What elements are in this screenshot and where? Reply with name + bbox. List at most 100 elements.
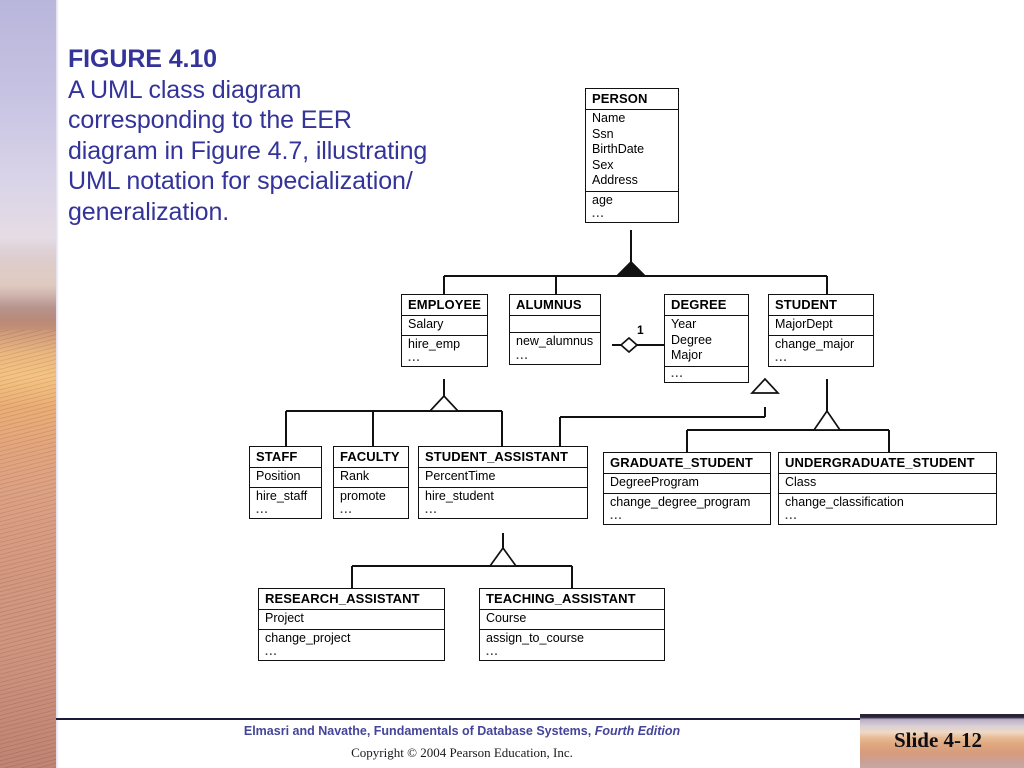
operation: new_alumnus xyxy=(516,334,594,348)
attribute: Major xyxy=(671,348,703,362)
class-name-degree: DEGREE xyxy=(665,295,748,316)
operation-ellipsis: ... xyxy=(592,208,605,220)
footer-citation: Elmasri and Navathe, Fundamentals of Dat… xyxy=(56,724,868,738)
class-operations-alumnus: new_alumnus ... xyxy=(510,333,600,364)
class-box-graduate-student[interactable]: GRADUATE_STUDENT DegreeProgram change_de… xyxy=(603,452,771,525)
class-box-research-assistant[interactable]: RESEARCH_ASSISTANT Project change_projec… xyxy=(258,588,445,661)
attribute: Year xyxy=(671,317,697,331)
class-attributes-research-assistant: Project xyxy=(259,610,444,630)
photo-haze xyxy=(0,250,56,320)
class-attributes-faculty: Rank xyxy=(334,468,408,488)
footer-copyright: Copyright © 2004 Pearson Education, Inc. xyxy=(351,745,573,760)
attribute: Address xyxy=(592,173,638,187)
operation-ellipsis: ... xyxy=(256,504,269,516)
class-operations-undergraduate-student: change_classification ... xyxy=(779,494,996,525)
class-box-alumnus[interactable]: ALUMNUS new_alumnus ... xyxy=(509,294,601,365)
operation-ellipsis: ... xyxy=(486,646,499,658)
class-attributes-staff: Position xyxy=(250,468,321,488)
footer-citation-plain: Elmasri and Navathe, Fundamentals of Dat… xyxy=(243,724,595,738)
operation-ellipsis: ... xyxy=(340,504,353,516)
operation: assign_to_course xyxy=(486,630,584,645)
class-box-person[interactable]: PERSON Name Ssn BirthDate Sex Address ag… xyxy=(585,88,679,223)
operation-ellipsis: ... xyxy=(408,352,421,364)
class-name-research-assistant: RESEARCH_ASSISTANT xyxy=(259,589,444,610)
operation: promote xyxy=(340,488,386,503)
filled-generalization-triangle xyxy=(614,260,648,277)
photo-strip-edge xyxy=(56,0,59,768)
class-box-employee[interactable]: EMPLOYEE Salary hire_emp ... xyxy=(401,294,488,367)
class-attributes-employee: Salary xyxy=(402,316,487,336)
class-attributes-graduate-student: DegreeProgram xyxy=(604,474,770,494)
class-operations-graduate-student: change_degree_program ... xyxy=(604,494,770,525)
diagram-connectors xyxy=(285,230,890,588)
class-attributes-person: Name Ssn BirthDate Sex Address xyxy=(586,110,678,192)
class-name-student: STUDENT xyxy=(769,295,873,316)
class-name-staff: STAFF xyxy=(250,447,321,468)
operation: change_degree_program xyxy=(610,494,751,509)
class-box-undergraduate-student[interactable]: UNDERGRADUATE_STUDENT Class change_class… xyxy=(778,452,997,525)
class-name-teaching-assistant: TEACHING_ASSISTANT xyxy=(480,589,664,610)
class-attributes-student: MajorDept xyxy=(769,316,873,336)
operation: change_classification xyxy=(785,494,904,509)
hollow-generalization-triangle-employee xyxy=(428,394,460,412)
operation: change_major xyxy=(775,336,855,351)
uml-class-diagram: 1 * PERSON Name Ssn BirthDate Sex Addres… xyxy=(249,88,997,661)
class-attributes-teaching-assistant: Course xyxy=(480,610,664,630)
figure-label: FIGURE 4.10 xyxy=(68,45,217,73)
class-box-degree[interactable]: DEGREE Year Degree Major ... xyxy=(664,294,749,383)
aggregation-diamond xyxy=(619,336,639,354)
class-operations-employee: hire_emp ... xyxy=(402,336,487,367)
class-operations-person: age ... xyxy=(586,192,678,223)
footer-divider xyxy=(56,718,1024,720)
attribute: BirthDate xyxy=(592,142,645,156)
class-name-faculty: FACULTY xyxy=(334,447,408,468)
class-name-person: PERSON xyxy=(586,89,678,110)
operation-ellipsis: ... xyxy=(785,510,798,522)
class-name-graduate-student: GRADUATE_STUDENT xyxy=(604,453,770,474)
class-attributes-student-assistant: PercentTime xyxy=(419,468,587,488)
attribute: Position xyxy=(256,469,301,483)
class-box-staff[interactable]: STAFF Position hire_staff ... xyxy=(249,446,322,519)
class-attributes-alumnus xyxy=(510,316,600,333)
slide-number-text: Slide 4-12 xyxy=(893,728,983,752)
class-operations-staff: hire_staff ... xyxy=(250,488,321,519)
class-box-faculty[interactable]: FACULTY Rank promote ... xyxy=(333,446,409,519)
class-operations-research-assistant: change_project ... xyxy=(259,630,444,661)
class-box-student-assistant[interactable]: STUDENT_ASSISTANT PercentTime hire_stude… xyxy=(418,446,588,519)
class-name-employee: EMPLOYEE xyxy=(402,295,487,316)
class-operations-degree: ... xyxy=(665,367,748,382)
class-attributes-degree: Year Degree Major xyxy=(665,316,748,367)
operation: hire_staff xyxy=(256,488,308,503)
attribute: Class xyxy=(785,475,817,489)
attribute: MajorDept xyxy=(775,317,833,331)
operation: hire_student xyxy=(425,488,494,503)
operation-ellipsis: ... xyxy=(610,510,623,522)
hollow-generalization-triangle-assistant xyxy=(488,546,518,567)
desert-photo-strip xyxy=(0,0,56,768)
footer-citation-edition: Fourth Edition xyxy=(594,724,681,738)
attribute: Course xyxy=(486,611,527,625)
class-name-undergraduate-student: UNDERGRADUATE_STUDENT xyxy=(779,453,996,474)
class-operations-teaching-assistant: assign_to_course ... xyxy=(480,630,664,661)
class-attributes-undergraduate-student: Class xyxy=(779,474,996,494)
operation: age xyxy=(592,192,613,207)
operation-ellipsis: ... xyxy=(671,367,684,380)
attribute: Project xyxy=(265,611,304,625)
attribute: Sex xyxy=(592,157,614,172)
operation: hire_emp xyxy=(408,336,461,351)
operation-ellipsis: ... xyxy=(775,352,788,364)
class-name-student-assistant: STUDENT_ASSISTANT xyxy=(419,447,587,468)
figure-caption: FIGURE 4.10 A UML class diagram correspo… xyxy=(68,44,428,227)
class-box-teaching-assistant[interactable]: TEACHING_ASSISTANT Course assign_to_cour… xyxy=(479,588,665,661)
attribute: Rank xyxy=(340,469,370,483)
operation: change_project xyxy=(265,630,351,645)
multiplicity-alumnus: 1 xyxy=(637,323,644,337)
slide-number-badge: Slide 4-12 xyxy=(860,714,1024,768)
attribute: DegreeProgram xyxy=(610,475,699,489)
class-operations-student: change_major ... xyxy=(769,336,873,367)
class-box-student[interactable]: STUDENT MajorDept change_major ... xyxy=(768,294,874,367)
attribute: Salary xyxy=(408,317,444,331)
attribute: Name xyxy=(592,111,626,125)
hollow-generalization-triangle-student-assistant xyxy=(750,377,780,394)
